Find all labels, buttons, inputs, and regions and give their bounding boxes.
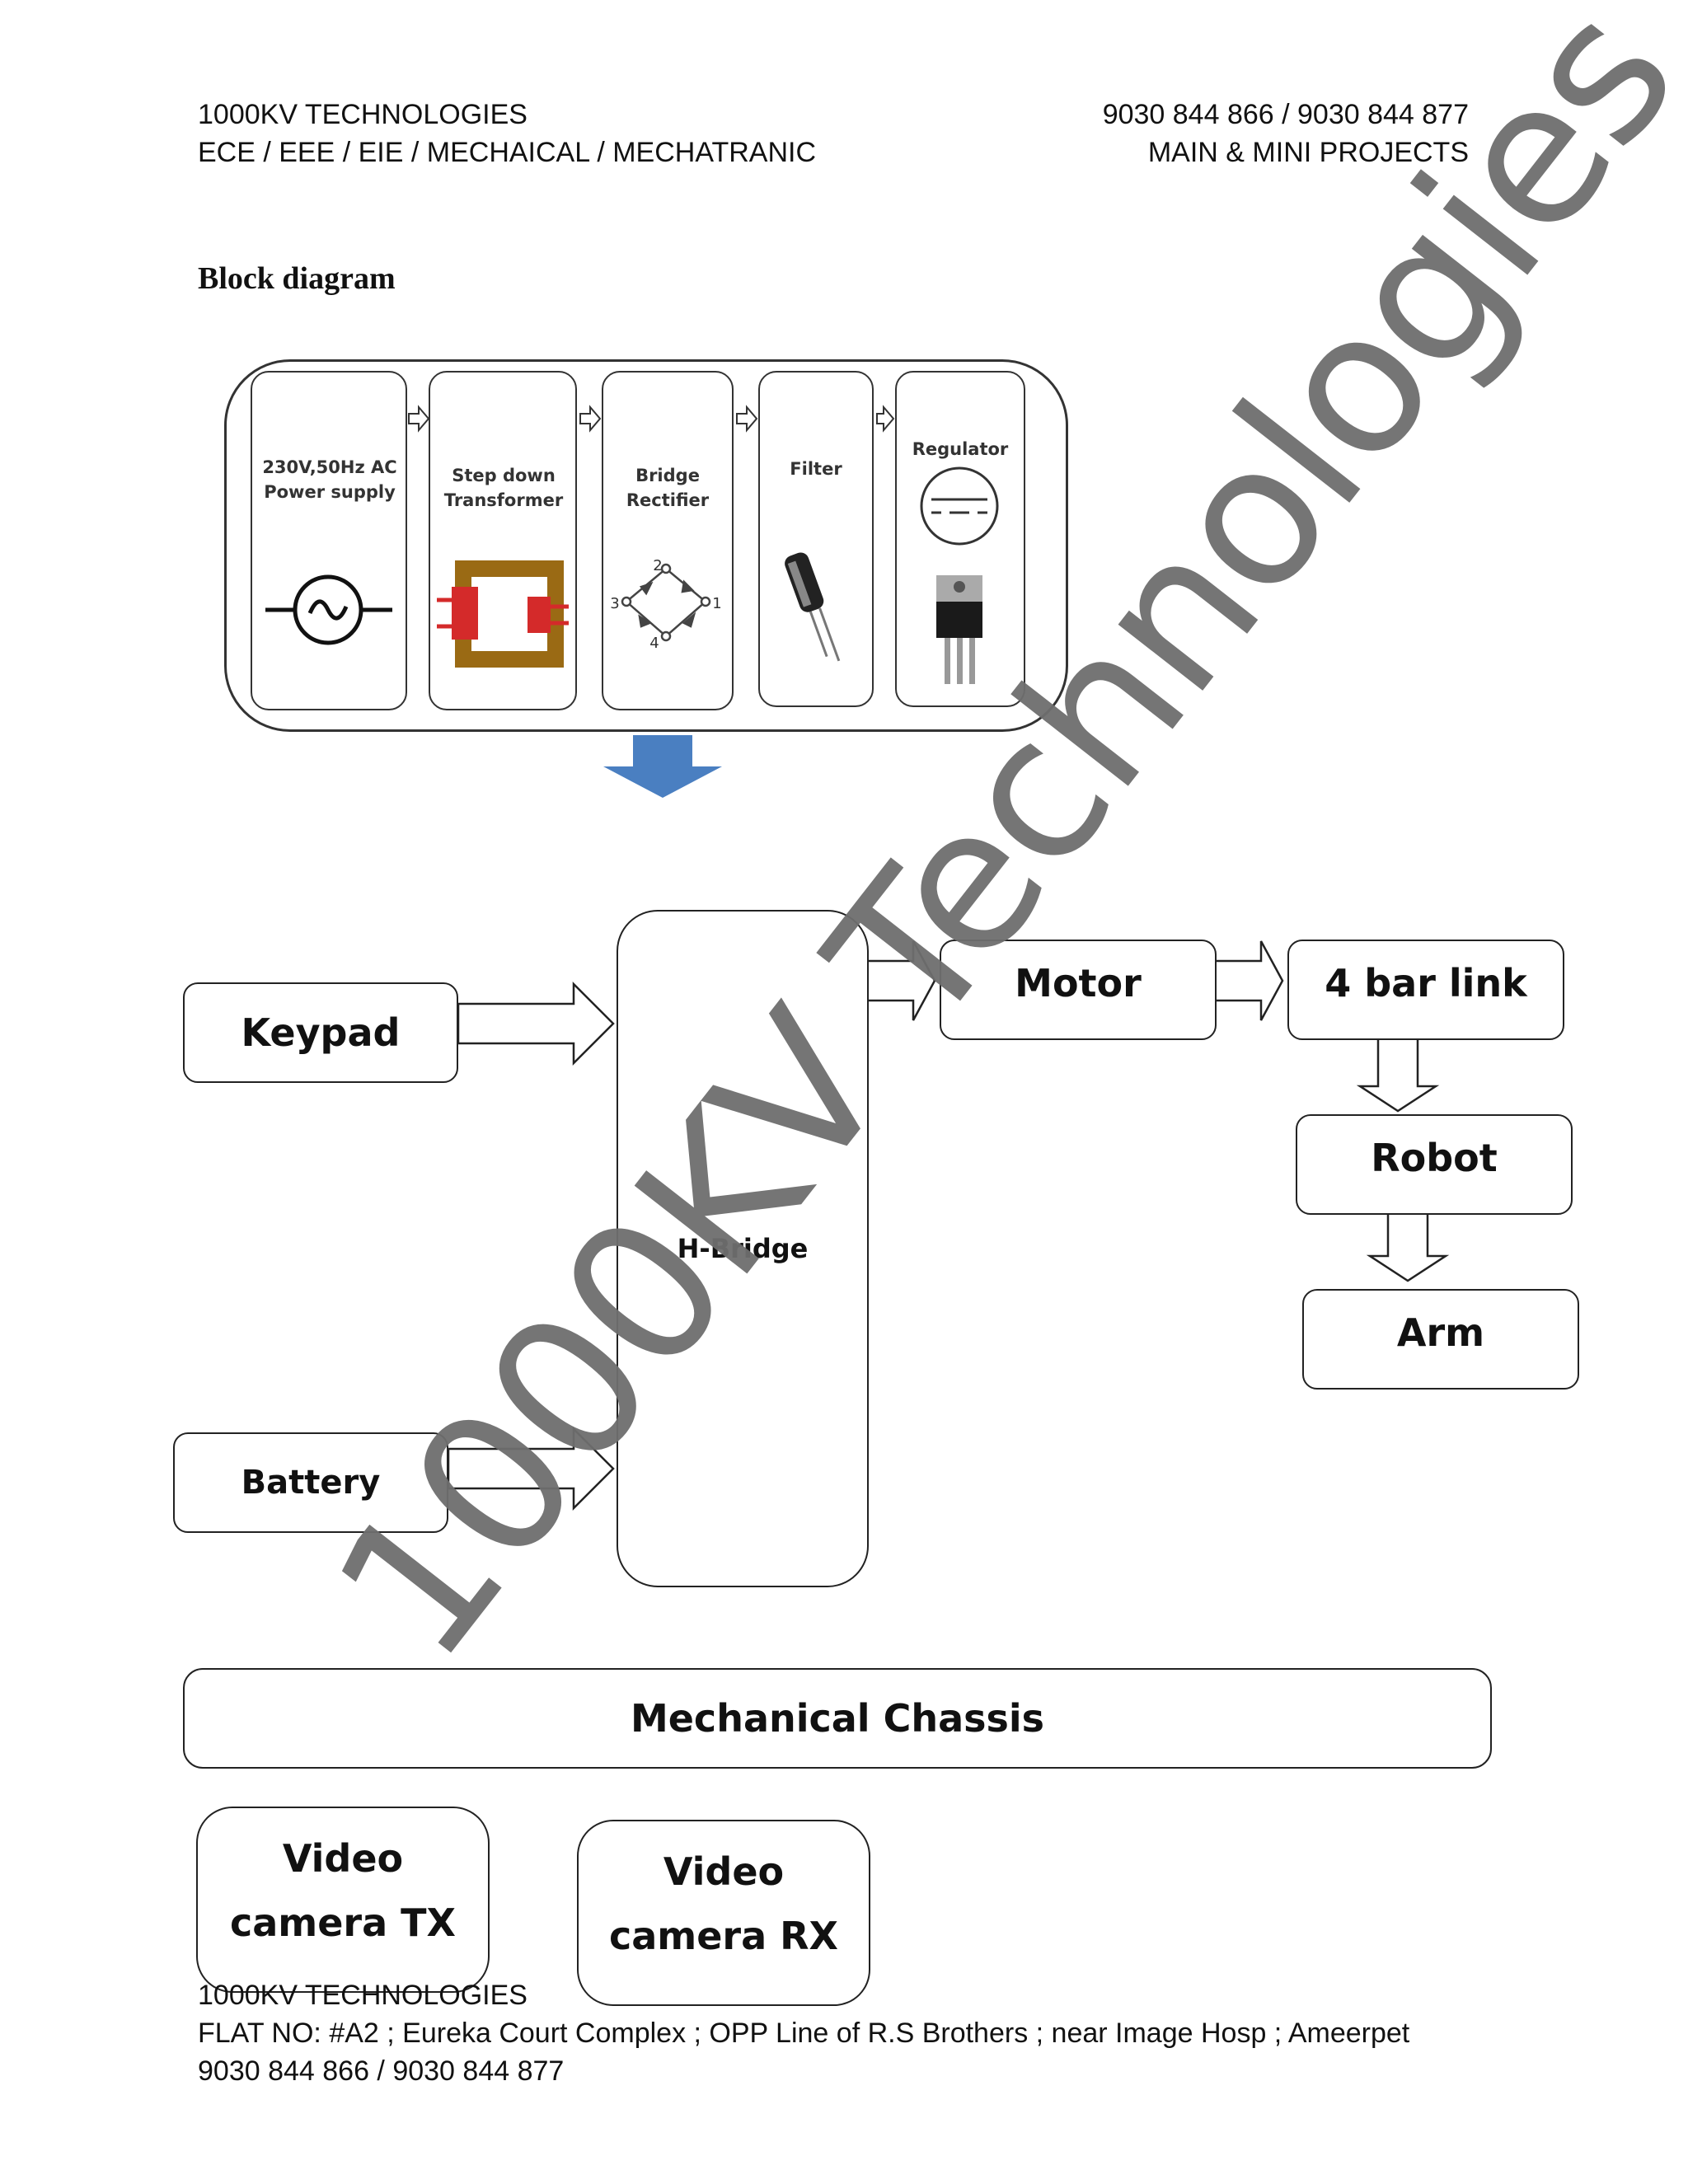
stage-regulator-label: Regulator [912, 439, 1009, 459]
transformer-icon [437, 560, 569, 668]
mechanical-chassis-block: Mechanical Chassis [183, 1668, 1492, 1769]
header-projects: MAIN & MINI PROJECTS [1147, 137, 1469, 168]
video-camera-rx-line2: camera RX [608, 1914, 839, 1958]
video-camera-rx-line1: Video [663, 1849, 785, 1894]
section-title: Block diagram [198, 261, 396, 296]
stage-regulator [895, 371, 1025, 707]
stage-transformer-label: Step down Transformer [443, 466, 564, 510]
video-camera-tx-block: Video camera TX [196, 1807, 490, 1993]
motor-block: Motor [940, 940, 1217, 1040]
four-bar-link-block: 4 bar link [1287, 940, 1564, 1040]
stage-transformer [429, 371, 577, 710]
stage-ac-supply-label: 230V,50Hz AC Power supply [262, 457, 397, 502]
header-branches: ECE / EEE / EIE / MECHAICAL / MECHATRANI… [198, 137, 817, 168]
video-camera-tx-line2: camera TX [229, 1900, 457, 1945]
battery-block: Battery [173, 1432, 448, 1533]
power-supply-panel [224, 359, 1068, 732]
stage-ac-supply [251, 371, 407, 710]
footer-address: FLAT NO: #A2 ; Eureka Court Complex ; OP… [198, 2018, 1410, 2049]
stage-arrow-icon [408, 405, 895, 433]
stage-rectifier [602, 371, 734, 710]
stage-filter-label: Filter [790, 459, 842, 479]
block-arrow-icon [447, 940, 1450, 1511]
rectifier-pin-2: 2 [653, 557, 663, 574]
ac-source-icon [265, 574, 392, 645]
header-company: 1000KV TECHNOLOGIES [198, 99, 528, 130]
video-camera-rx-block: Video camera RX [577, 1820, 870, 2006]
rectifier-pin-3: 3 [610, 595, 620, 612]
regulator-icon [920, 466, 999, 684]
keypad-block: Keypad [183, 982, 458, 1083]
video-camera-tx-line1: Video [282, 1836, 404, 1881]
bridge-rectifier-icon [621, 563, 711, 642]
footer-phones: 9030 844 866 / 9030 844 877 [198, 2055, 565, 2087]
stage-filter [758, 371, 874, 707]
footer-company: 1000KV TECHNOLOGIES [198, 1980, 528, 2011]
capacitor-icon [785, 552, 841, 662]
stage-rectifier-label: Bridge Rectifier [626, 466, 710, 510]
hbridge-block: H-Bridge [617, 910, 869, 1587]
rectifier-pin-4: 4 [649, 635, 659, 652]
rectifier-pin-1: 1 [712, 595, 722, 612]
down-arrow-icon [603, 735, 722, 798]
arm-block: Arm [1302, 1289, 1579, 1390]
header-phones: 9030 844 866 / 9030 844 877 [1102, 99, 1469, 130]
robot-block: Robot [1296, 1114, 1573, 1215]
